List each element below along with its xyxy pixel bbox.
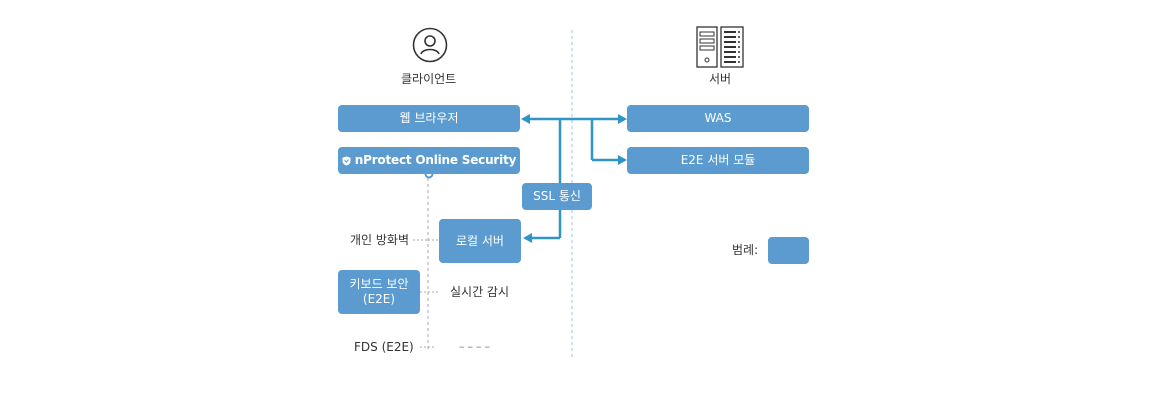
nprotect-box: nProtect Online Security [338,147,520,174]
server-icon [696,26,744,68]
user-icon [412,27,448,63]
realtime-label: 실시간 감시 [450,285,510,299]
web-browser-box: 웹 브라우저 [338,105,520,132]
fds-dash: –––– [459,340,493,353]
firewall-label: 개인 방화벽 [350,233,410,247]
arrow-to-browser [521,114,530,124]
nprotect-label: nProtect Online Security [354,153,517,167]
arrow-to-e2e [618,155,627,165]
e2e-module-box: E2E 서버 모듈 [627,147,809,174]
keyboard-security-box: 키보드 보안 (E2E) [338,270,420,314]
arrow-to-local-server [523,233,532,243]
keyboard-security-sub: (E2E) [362,292,396,306]
ssl-box: SSL 통신 [522,183,592,210]
local-server-box: 로컬 서버 [439,219,521,263]
fds-label: FDS (E2E) [354,340,414,354]
server-title: 서버 [709,72,732,86]
shield-icon [342,156,351,165]
client-title: 클라이언트 [401,72,457,86]
legend-label: 범례: [732,243,759,257]
was-box: WAS [627,105,809,132]
legend-swatch [768,237,809,264]
keyboard-security-label: 키보드 보안 [349,277,409,291]
arrow-to-was [618,114,627,124]
